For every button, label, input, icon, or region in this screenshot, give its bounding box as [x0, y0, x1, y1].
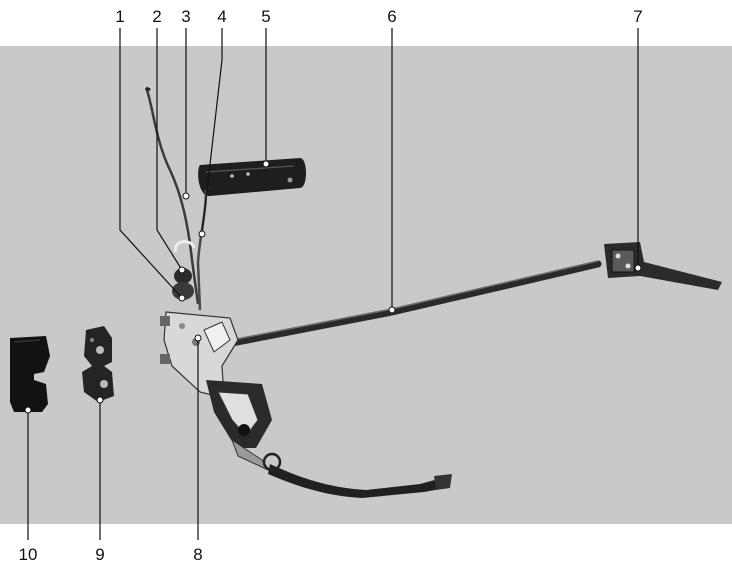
leader-dots	[24, 160, 642, 414]
callout-7: 7	[633, 7, 642, 26]
outer-handle-bracket-part-7	[604, 242, 722, 290]
rubber-block-part-10	[10, 336, 50, 412]
callout-9: 9	[95, 545, 104, 564]
callout-2: 2	[152, 7, 161, 26]
leader-lines	[27, 28, 639, 540]
inner-handle-part-5	[198, 158, 306, 197]
callout-5: 5	[261, 7, 270, 26]
lock-assembly-part-8	[160, 311, 452, 498]
callout-3: 3	[181, 7, 190, 26]
callout-4: 4	[217, 7, 226, 26]
small-bracket-part-9	[82, 326, 114, 402]
hook-part-2	[172, 240, 196, 300]
callout-6: 6	[387, 7, 396, 26]
callout-10: 10	[19, 545, 38, 564]
photo-background	[0, 46, 732, 524]
callout-1: 1	[115, 7, 124, 26]
callout-8: 8	[193, 545, 202, 564]
